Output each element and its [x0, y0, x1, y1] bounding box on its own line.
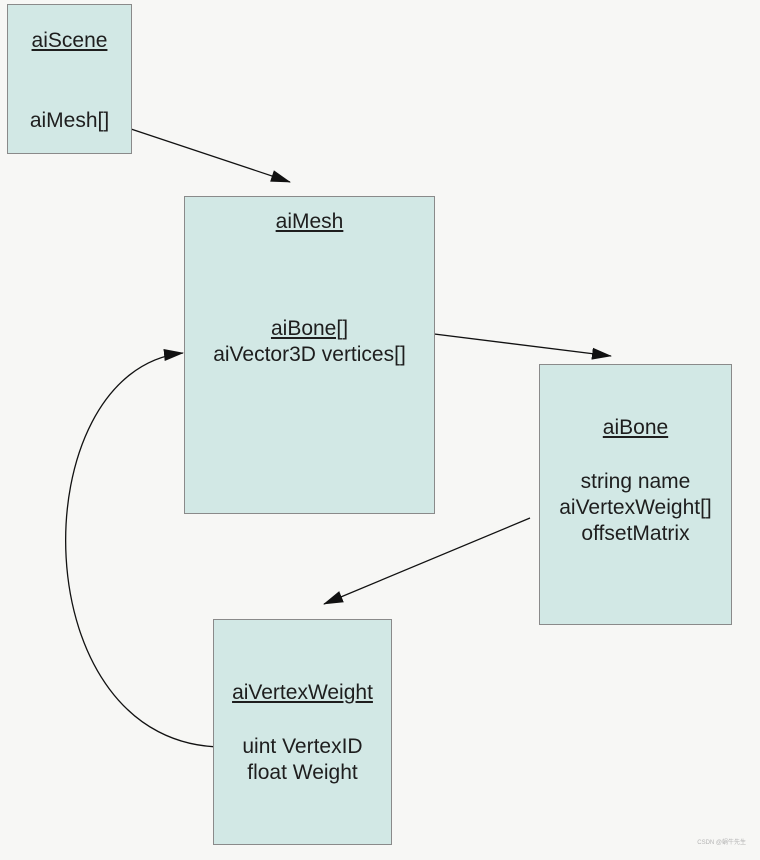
box-aivertexweight: aiVertexWeight uint VertexID float Weigh…: [213, 619, 392, 845]
field-aimesh-array: aiMesh[]: [29, 109, 110, 132]
watermark: CSDN @蜗牛先生: [697, 840, 746, 846]
arrow-scene-to-mesh: [121, 125, 291, 183]
box-aibone: aiBone string name aiVertexWeight[] offs…: [539, 364, 732, 625]
box-title-aimesh: aiMesh: [275, 210, 344, 233]
box-title-aivertexweight: aiVertexWeight: [232, 681, 373, 704]
field-vertexid: uint VertexID: [242, 735, 363, 758]
arrow-weight-to-mesh-vertices: [65, 349, 227, 748]
field-vertices: aiVector3D vertices[]: [213, 343, 406, 366]
field-string-name: string name: [580, 470, 691, 493]
field-weight: float Weight: [247, 761, 358, 784]
arrow-bone-to-weight: [323, 517, 531, 605]
field-aibone-array: aiBone[]: [270, 317, 349, 340]
field-aivertexweight-array: aiVertexWeight[]: [559, 496, 712, 519]
box-title-aiscene: aiScene: [31, 29, 108, 52]
box-aimesh: aiMesh aiBone[] aiVector3D vertices[]: [184, 196, 435, 514]
box-title-aibone: aiBone: [602, 416, 669, 439]
field-offsetmatrix: offsetMatrix: [581, 522, 690, 545]
box-aiscene: aiScene aiMesh[]: [7, 4, 132, 154]
